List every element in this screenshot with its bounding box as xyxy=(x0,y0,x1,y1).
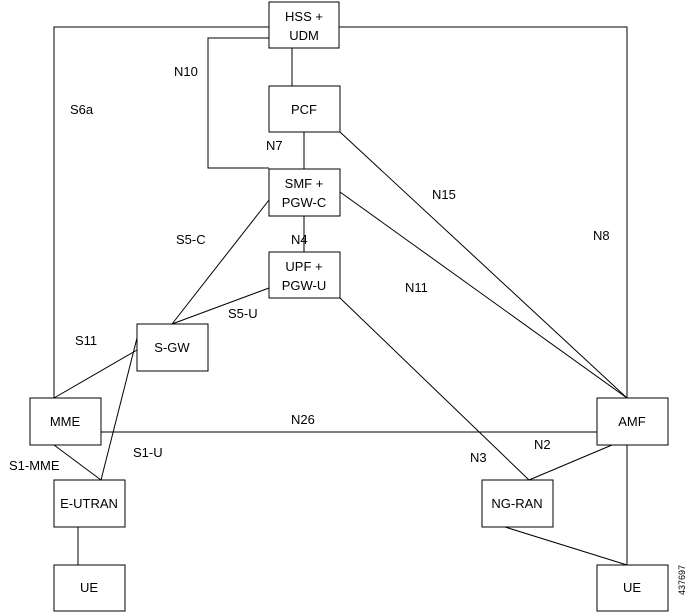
smf-pgwc-label-line2: PGW-C xyxy=(282,195,327,210)
connections xyxy=(53,26,628,566)
s5c-link xyxy=(171,199,270,325)
hss-udm-label-line1: HSS + xyxy=(285,9,323,24)
hss-udm-node: HSS + UDM xyxy=(268,1,340,49)
ue-left-node: UE xyxy=(53,564,126,612)
n10-link xyxy=(207,37,269,169)
ue-left-label: UE xyxy=(80,580,98,595)
s6a-label: S6a xyxy=(70,102,94,117)
s11-link xyxy=(53,349,138,399)
mme-label: MME xyxy=(50,414,81,429)
n2-link xyxy=(528,444,613,481)
s11-label: S11 xyxy=(75,333,97,348)
amf-box xyxy=(596,397,669,446)
amf-label: AMF xyxy=(618,414,646,429)
smf-pgwc-box xyxy=(268,168,341,217)
eutran-node: E-UTRAN xyxy=(53,479,126,528)
ngran-box xyxy=(481,479,554,528)
pcf-box xyxy=(268,85,341,133)
s5u-label: S5-U xyxy=(228,306,258,321)
ue-right-box xyxy=(596,564,669,612)
smf-pgwc-node: SMF + PGW-C xyxy=(268,168,341,217)
ue-right-label: UE xyxy=(623,580,641,595)
upf-pgwu-label-line1: UPF + xyxy=(285,259,322,274)
s5c-label: S5-C xyxy=(176,232,206,247)
mme-node: MME xyxy=(29,397,102,446)
n15-link xyxy=(339,131,628,399)
n11-link xyxy=(339,191,628,399)
n11-label: N11 xyxy=(405,280,428,295)
sgw-label: S-GW xyxy=(154,340,190,355)
ue-left-box xyxy=(53,564,126,612)
n15-label: N15 xyxy=(432,187,456,202)
n3-link xyxy=(339,297,530,481)
n10-label: N10 xyxy=(174,64,198,79)
upf-pgwu-node: UPF + PGW-U xyxy=(268,251,341,299)
s1u-link xyxy=(100,337,138,481)
s1u-label: S1-U xyxy=(133,445,163,460)
n4-label: N4 xyxy=(291,232,308,247)
s1mme-link xyxy=(53,444,102,481)
ue-right-node: UE xyxy=(596,564,669,612)
amf-node: AMF xyxy=(596,397,669,446)
s6a-link xyxy=(53,26,269,398)
sgw-box xyxy=(136,323,209,372)
ngran-label: NG-RAN xyxy=(491,496,542,511)
upf-pgwu-box xyxy=(268,251,341,299)
sgw-node: S-GW xyxy=(136,323,209,372)
hss-udm-box xyxy=(268,1,340,49)
interface-labels: N10 S6a N7 N15 N8 S5-C N4 N11 S5-U S11 N… xyxy=(9,64,610,473)
n8-link xyxy=(315,26,628,398)
n8-label: N8 xyxy=(593,228,610,243)
ngran-node: NG-RAN xyxy=(481,479,554,528)
n7-label: N7 xyxy=(266,138,283,153)
figure-id: 437697 xyxy=(677,565,687,595)
eutran-label: E-UTRAN xyxy=(60,496,118,511)
hss-udm-label-line2: UDM xyxy=(289,28,319,43)
s1mme-label: S1-MME xyxy=(9,458,60,473)
n2-label: N2 xyxy=(534,437,551,452)
smf-pgwc-label-line1: SMF + xyxy=(285,176,324,191)
upf-pgwu-label-line2: PGW-U xyxy=(282,278,327,293)
ngran-ue-link xyxy=(504,526,628,566)
n26-label: N26 xyxy=(291,412,315,427)
pcf-label: PCF xyxy=(291,102,317,117)
eutran-box xyxy=(53,479,126,528)
mme-box xyxy=(29,397,102,446)
pcf-node: PCF xyxy=(268,85,341,133)
s5u-link xyxy=(171,287,270,325)
n3-label: N3 xyxy=(470,450,487,465)
